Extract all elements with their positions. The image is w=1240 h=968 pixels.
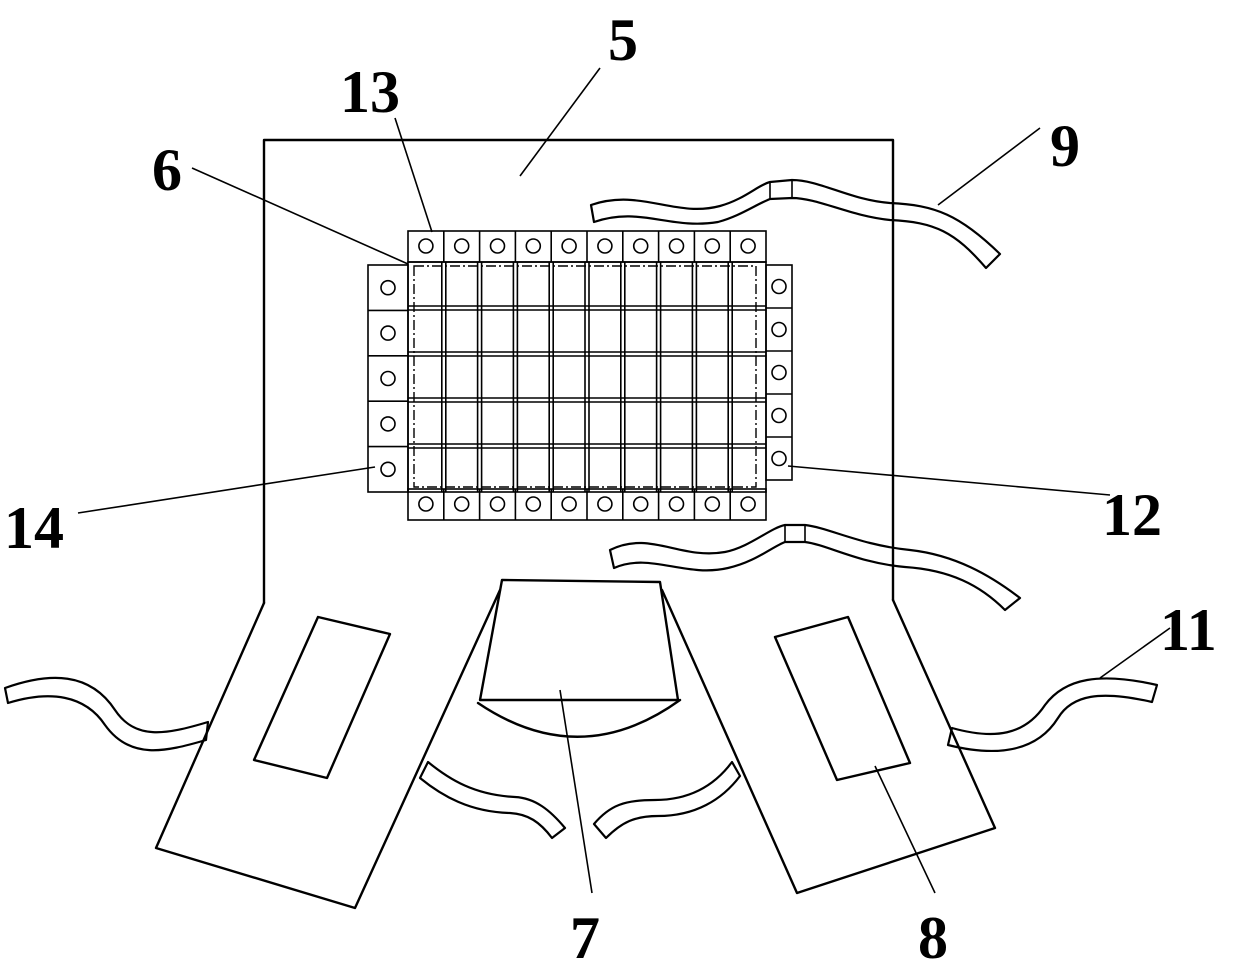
lower-strap	[610, 525, 1020, 610]
bottom-terminal-hole	[598, 497, 612, 511]
top-terminal-hole	[598, 239, 612, 253]
bottom-terminal-hole	[419, 497, 433, 511]
grid-lines	[408, 262, 766, 492]
leader-14	[78, 467, 375, 513]
left-terminal-hole	[381, 462, 395, 476]
right-terminal-strip	[766, 265, 792, 480]
leader-7	[560, 690, 592, 893]
bottom-terminal-hole	[455, 497, 469, 511]
left-arm-plate	[156, 590, 500, 908]
top-terminal-hole	[491, 239, 505, 253]
right-strap	[948, 678, 1157, 751]
top-terminal-hole	[705, 239, 719, 253]
top-terminal-hole	[419, 239, 433, 253]
bottom-terminal-hole	[634, 497, 648, 511]
upper-strap	[591, 180, 1000, 268]
label-12: 12	[1102, 482, 1162, 548]
left-terminal-hole	[381, 417, 395, 431]
leader-9	[938, 128, 1040, 205]
label-6: 6	[152, 137, 182, 203]
top-terminal-hole	[634, 239, 648, 253]
center-flap-arc	[478, 700, 680, 737]
label-13: 13	[340, 59, 400, 125]
left-terminal-strip	[368, 265, 408, 492]
right-terminal-hole	[772, 409, 786, 423]
leader-13	[395, 118, 432, 232]
left-terminal-hole	[381, 281, 395, 295]
right-arm	[662, 590, 995, 893]
right-terminal-hole	[772, 366, 786, 380]
top-terminal-hole	[562, 239, 576, 253]
bottom-terminal-hole	[741, 497, 755, 511]
label-5: 5	[608, 7, 638, 73]
bottom-terminal-hole	[562, 497, 576, 511]
label-11: 11	[1160, 597, 1217, 663]
top-terminal-hole	[526, 239, 540, 253]
bottom-left-strap	[420, 762, 565, 838]
right-arm-plate	[662, 590, 995, 893]
bottom-terminal-hole	[491, 497, 505, 511]
bottom-terminal-hole	[705, 497, 719, 511]
bottom-terminal-hole	[670, 497, 684, 511]
label-14: 14	[4, 495, 64, 561]
leader-6	[192, 168, 408, 264]
bottom-right-strap	[594, 762, 740, 838]
center-flap-plate	[480, 580, 678, 700]
left-arm	[156, 590, 500, 908]
label-7: 7	[570, 905, 600, 968]
right-terminal-hole	[772, 280, 786, 294]
label-8: 8	[918, 905, 948, 968]
label-9: 9	[1050, 113, 1080, 179]
left-terminal-hole	[381, 372, 395, 386]
leader-5	[520, 68, 600, 176]
left-arm-window	[254, 617, 390, 778]
top-terminal-hole	[670, 239, 684, 253]
top-terminal-hole	[741, 239, 755, 253]
bottom-terminal-hole	[526, 497, 540, 511]
top-terminal-strip	[408, 231, 766, 262]
leader-12	[788, 466, 1110, 495]
center-flap	[478, 580, 680, 737]
left-terminal-hole	[381, 326, 395, 340]
grid-inner-frame	[408, 262, 766, 492]
top-terminal-hole	[455, 239, 469, 253]
leader-8	[875, 766, 935, 893]
bottom-terminal-strip	[408, 489, 766, 520]
left-strap	[5, 678, 208, 750]
right-terminal-hole	[772, 452, 786, 466]
grid-module	[368, 231, 792, 520]
right-arm-window	[775, 617, 910, 780]
main-frame	[264, 140, 893, 603]
right-terminal-hole	[772, 323, 786, 337]
